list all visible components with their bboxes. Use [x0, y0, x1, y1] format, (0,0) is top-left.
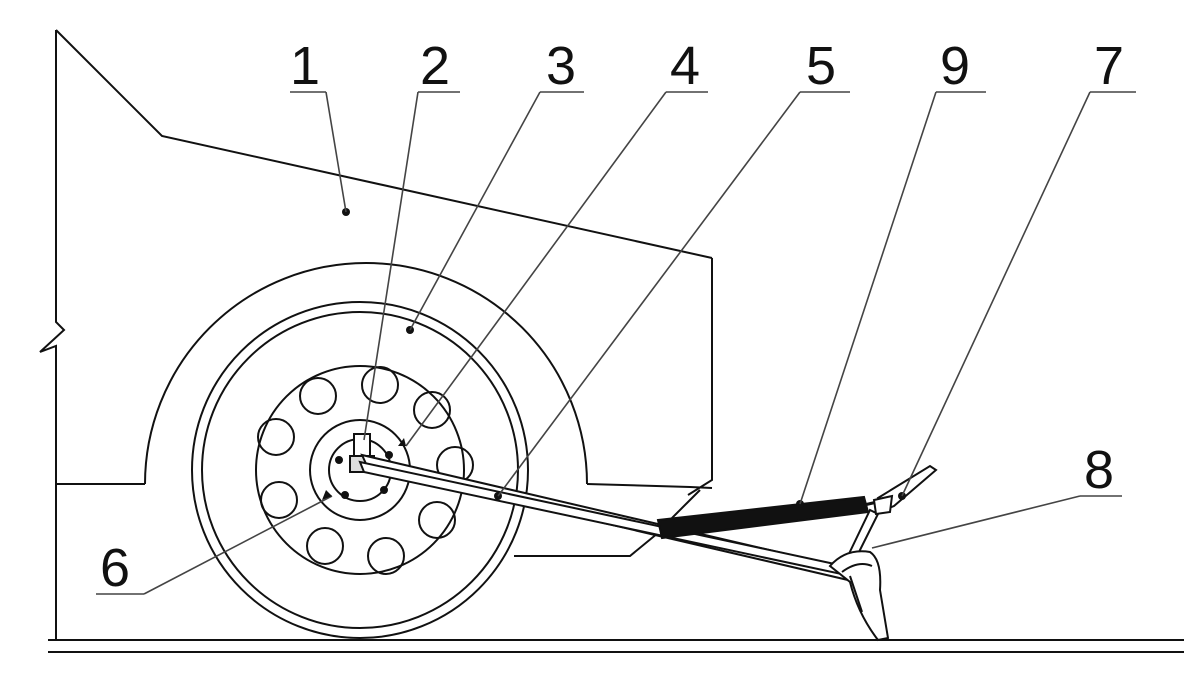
reference-dots — [342, 208, 906, 508]
callout-4: 4 — [670, 36, 700, 96]
tire-outer — [191, 301, 529, 639]
arrow-heads — [322, 438, 406, 500]
ground — [48, 639, 1184, 653]
rim — [255, 365, 465, 575]
leader-lines — [96, 91, 1136, 595]
callouts: 1 2 3 4 5 9 7 8 6 — [100, 36, 1124, 598]
callout-1: 1 — [290, 36, 320, 96]
callout-8: 8 — [1084, 440, 1114, 500]
callout-5: 5 — [806, 36, 836, 96]
vehicle-body — [39, 29, 713, 640]
blade-assembly — [828, 464, 938, 642]
callout-9: 9 — [940, 36, 970, 96]
callout-2: 2 — [420, 36, 450, 96]
callout-3: 3 — [546, 36, 576, 96]
callout-7: 7 — [1094, 36, 1124, 96]
callout-6: 6 — [100, 538, 130, 598]
shock-absorber — [656, 495, 887, 540]
